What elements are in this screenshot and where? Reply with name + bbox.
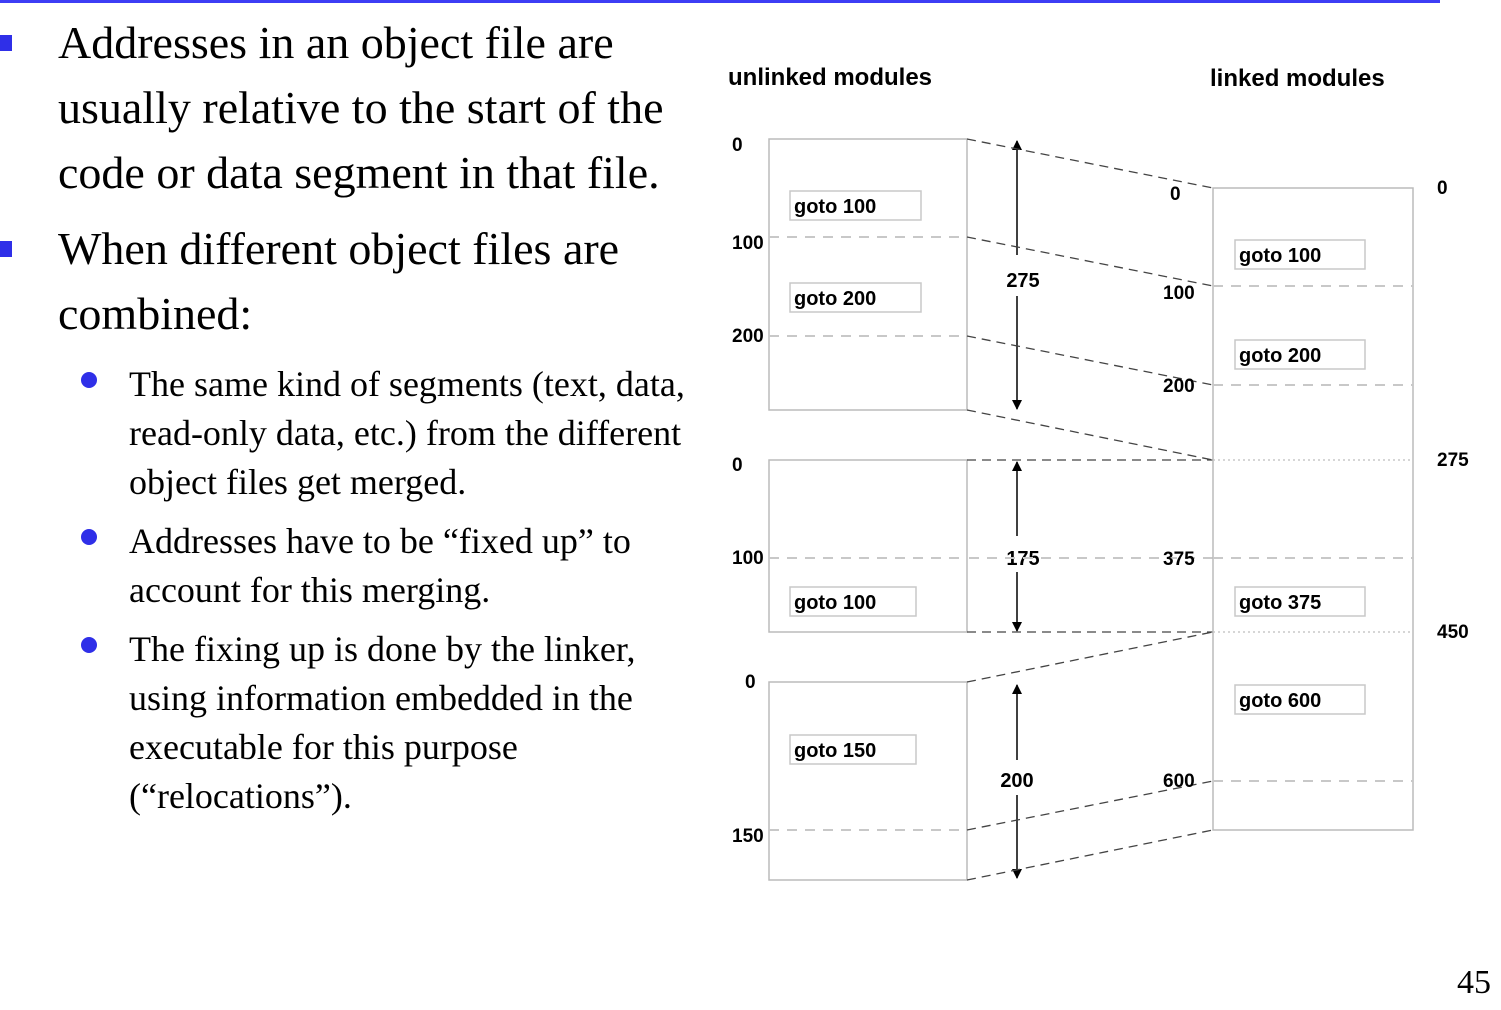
instruction-box (789, 734, 917, 765)
address-label: 0 (732, 455, 743, 476)
instruction-label: goto 375 (1239, 592, 1321, 614)
address-label: 100 (732, 548, 764, 569)
mapping-line (966, 236, 1214, 287)
slide-text: Addresses in an object file are usually … (0, 10, 700, 831)
instruction-label: goto 100 (1239, 245, 1321, 267)
bullet-combined-text: When different object files are combined… (58, 223, 620, 339)
sub-bullet-merged-text: The same kind of segments (text, data, r… (129, 364, 685, 502)
unlinked-module-1: goto 100 goto 200 0 100 200 275 (732, 135, 1040, 411)
sub-bullet-linker: The fixing up is done by the linker, usi… (81, 625, 700, 821)
instruction-box (1234, 239, 1366, 270)
instruction-label: goto 150 (794, 740, 876, 762)
module-box (768, 138, 968, 411)
instruction-box (789, 586, 917, 617)
page-number: 45 (1457, 964, 1491, 1001)
bullet-dot-icon (81, 372, 97, 388)
instruction-label: goto 200 (794, 288, 876, 310)
instruction-label: goto 200 (1239, 345, 1321, 367)
instruction-box (1234, 586, 1366, 617)
size-label: 275 (1006, 270, 1039, 292)
sub-bullet-fixed-up-text: Addresses have to be “fixed up” to accou… (129, 521, 631, 610)
instruction-label: goto 100 (794, 592, 876, 614)
bullet-dot-icon (81, 529, 97, 545)
address-label: 0 (732, 135, 743, 156)
unlinked-module-3: goto 150 0 150 200 (732, 672, 1034, 881)
address-label: 0 (745, 672, 756, 693)
mapped-address-label: 375 (1163, 549, 1195, 570)
address-label: 200 (732, 326, 764, 347)
mapped-address-label: 100 (1163, 283, 1195, 304)
instruction-label: goto 600 (1239, 690, 1321, 712)
mapping-line (966, 138, 1214, 189)
top-rule (0, 0, 1440, 3)
mapping-line (966, 780, 1214, 831)
linking-diagram: unlinked modules linked modules goto 100… (728, 64, 1469, 881)
mapping-line (966, 335, 1214, 386)
linked-address-label: 450 (1437, 622, 1469, 643)
mapped-address-label: 600 (1163, 771, 1195, 792)
sub-bullet-fixed-up: Addresses have to be “fixed up” to accou… (81, 517, 700, 615)
size-label: 200 (1000, 770, 1033, 792)
linked-address-label: 0 (1437, 178, 1448, 199)
linked-modules-heading: linked modules (1210, 65, 1385, 92)
linked-module: goto 100 goto 200 goto 375 goto 600 0 27… (1212, 178, 1469, 831)
address-label: 100 (732, 233, 764, 254)
bullet-marker-icon (0, 241, 12, 257)
module-box (1212, 187, 1414, 831)
bullet-addresses: Addresses in an object file are usually … (0, 10, 700, 205)
bullet-dot-icon (81, 637, 97, 653)
address-label: 150 (732, 826, 764, 847)
mapping-line (966, 829, 1214, 881)
mapped-address-label: 200 (1163, 376, 1195, 397)
module-box (768, 681, 968, 881)
bullet-addresses-text: Addresses in an object file are usually … (58, 17, 664, 198)
unlinked-module-2: goto 100 0 100 175 (732, 455, 1040, 633)
instruction-box (1234, 684, 1366, 715)
sub-bullet-list: The same kind of segments (text, data, r… (0, 360, 700, 821)
instruction-box (789, 282, 922, 313)
instruction-box (1234, 339, 1366, 370)
mapped-address-label: 0 (1170, 184, 1181, 205)
instruction-box (789, 190, 922, 221)
bullet-combined: When different object files are combined… (0, 216, 700, 346)
mapping-line (966, 409, 1214, 461)
mapping-lines (966, 138, 1214, 881)
bullet-marker-icon (0, 35, 12, 51)
mapping-line (966, 631, 1214, 683)
sub-bullet-merged: The same kind of segments (text, data, r… (81, 360, 700, 507)
sub-bullet-linker-text: The fixing up is done by the linker, usi… (129, 629, 636, 816)
instruction-label: goto 100 (794, 196, 876, 218)
linked-address-label: 275 (1437, 450, 1469, 471)
unlinked-modules-heading: unlinked modules (728, 64, 932, 91)
